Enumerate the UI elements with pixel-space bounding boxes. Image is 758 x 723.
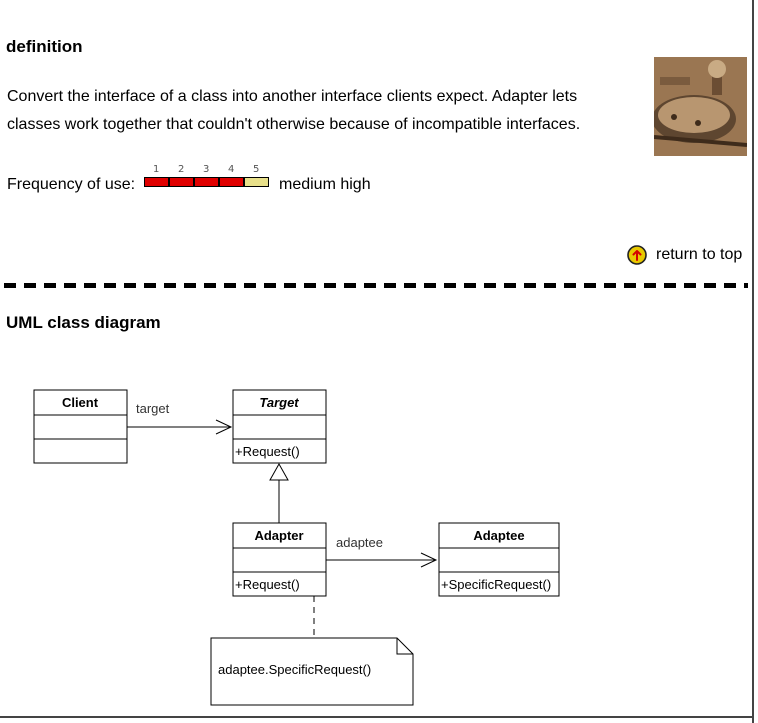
client-class-box: Client — [33, 389, 128, 464]
target-class-name: Target — [259, 395, 299, 410]
window-right-border — [752, 0, 754, 723]
target-association-arrow — [215, 419, 233, 435]
frequency-value: medium high — [279, 176, 371, 193]
adapter-class-box: Adapter +Request() — [232, 522, 327, 597]
frequency-tick-1: 1 — [153, 164, 160, 175]
frequency-tick-4: 4 — [228, 164, 235, 175]
adaptee-association-arrow — [420, 552, 438, 568]
adapter-method: +Request() — [235, 577, 300, 592]
frequency-label: Frequency of use: — [7, 176, 136, 193]
target-association-label: target — [136, 401, 170, 416]
frequency-bar-3 — [194, 177, 219, 187]
frequency-bar-2 — [169, 177, 194, 187]
frequency-bar-5 — [244, 177, 269, 187]
definition-heading: definition — [6, 37, 83, 56]
return-to-top-link[interactable]: return to top — [627, 245, 742, 265]
note-text: adaptee.SpecificRequest() — [218, 662, 371, 677]
section-divider — [4, 283, 748, 288]
uml-heading: UML class diagram — [6, 313, 161, 332]
adapter-class-name: Adapter — [254, 528, 303, 543]
adaptee-class-box: Adaptee +SpecificRequest() — [438, 522, 560, 597]
frequency-meter: 1 2 3 4 5 — [144, 164, 274, 194]
frequency-tick-2: 2 — [178, 164, 185, 175]
implementation-note: adaptee.SpecificRequest() — [210, 637, 414, 706]
frequency-tick-3: 3 — [203, 164, 210, 175]
adaptee-class-name: Adaptee — [473, 528, 524, 543]
frequency-bar-1 — [144, 177, 169, 187]
definition-text: Convert the interface of a class into an… — [7, 88, 581, 133]
up-arrow-circle-icon — [627, 245, 647, 265]
frequency-tick-5: 5 — [253, 164, 260, 175]
frequency-bar-4 — [219, 177, 244, 187]
machine-photo — [654, 57, 747, 156]
adaptee-method: +SpecificRequest() — [441, 577, 551, 592]
uml-class-diagram: Client Target +Request() target Adapter … — [33, 389, 560, 706]
adaptee-association-label: adaptee — [336, 535, 383, 550]
client-class-name: Client — [62, 395, 99, 410]
target-class-box: Target +Request() — [232, 389, 327, 464]
generalization-arrow — [269, 462, 289, 481]
return-to-top-label: return to top — [656, 246, 743, 263]
window-bottom-border — [0, 716, 754, 718]
target-method: +Request() — [235, 444, 300, 459]
